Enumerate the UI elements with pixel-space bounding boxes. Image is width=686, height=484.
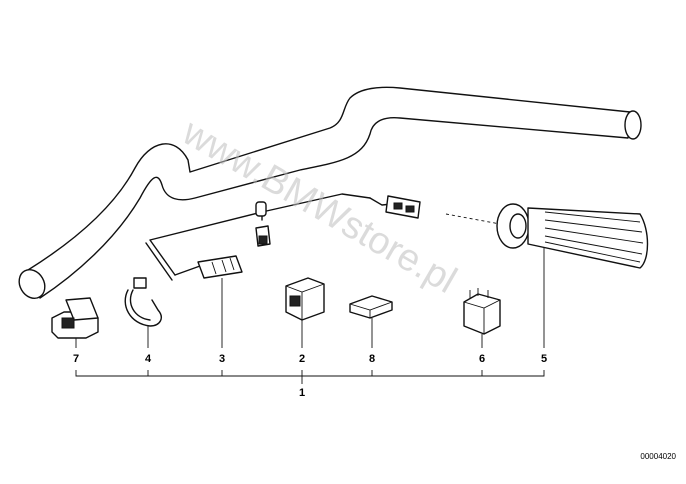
wire-dashed <box>445 213 501 225</box>
harness-plug-top <box>385 195 421 219</box>
part-2-switch <box>285 277 325 321</box>
part-7-connector <box>51 297 99 339</box>
leader-lines <box>75 248 545 384</box>
callout-3: 3 <box>219 353 225 365</box>
part-8-cover <box>349 295 393 319</box>
reference-number: 00004020 <box>640 452 676 461</box>
callout-6: 6 <box>479 353 485 365</box>
inline-fuse <box>255 201 271 247</box>
harness-plug-3 <box>197 255 243 279</box>
handlebar <box>18 86 642 300</box>
part-6-relay <box>463 288 501 335</box>
heated-grip <box>496 203 649 269</box>
callout-7: 7 <box>73 353 79 365</box>
callout-5: 5 <box>541 353 547 365</box>
callout-8: 8 <box>369 353 375 365</box>
part-4-clamp <box>124 277 162 327</box>
callout-4: 4 <box>145 353 152 365</box>
callout-1: 1 <box>299 387 305 399</box>
callout-2: 2 <box>299 353 305 365</box>
